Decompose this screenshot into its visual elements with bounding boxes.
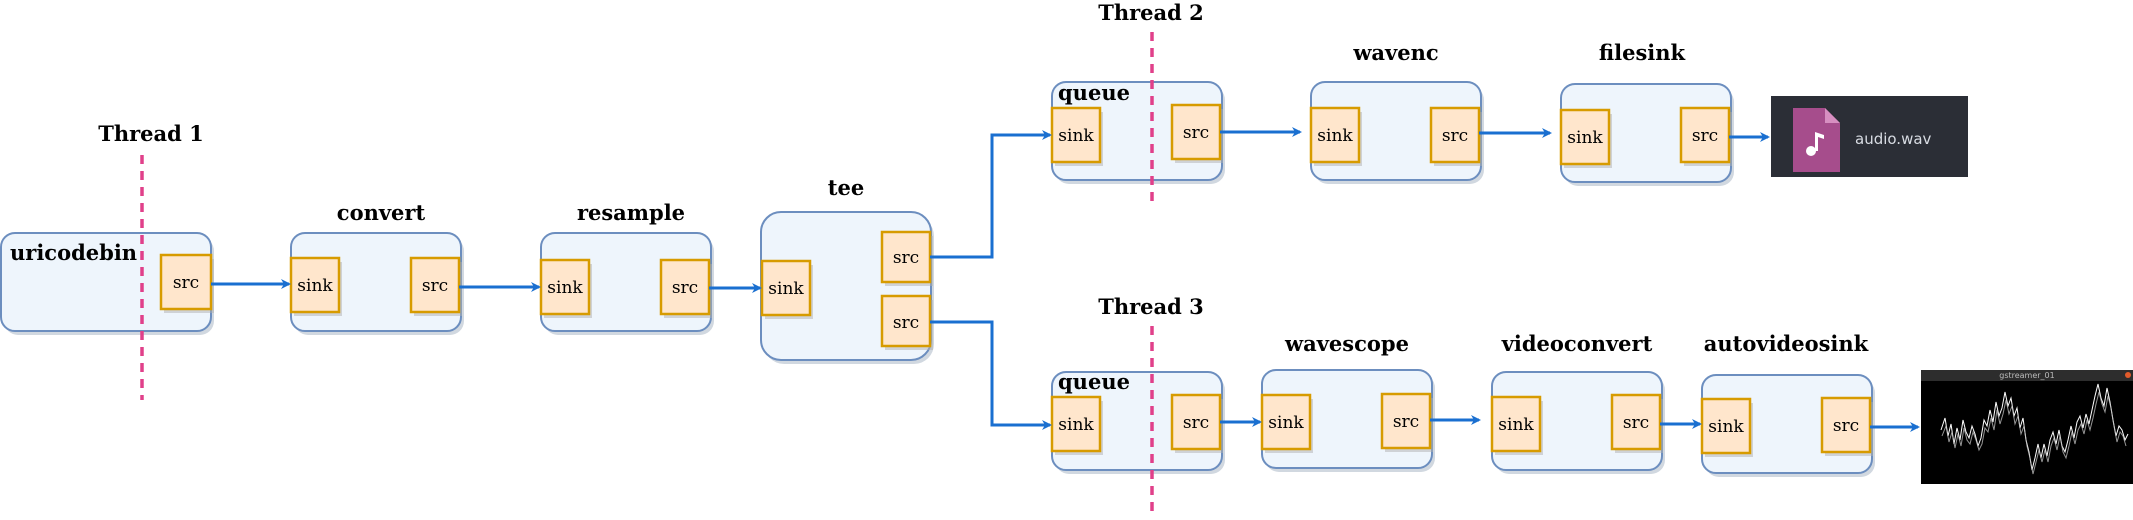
- svg-text:src: src: [1183, 413, 1209, 433]
- svg-text:src: src: [1393, 412, 1419, 432]
- pad-src: src: [1679, 106, 1732, 166]
- svg-text:src: src: [1692, 126, 1718, 146]
- pad-links: [211, 127, 1920, 432]
- element-resample: resample sink src: [539, 200, 714, 335]
- link-tee-queue-bottom: [930, 320, 1052, 430]
- svg-text:src: src: [1183, 123, 1209, 143]
- svg-text:src: src: [893, 248, 919, 268]
- element-convert: convert sink src: [289, 200, 464, 335]
- element-videoconvert: videoconvert sink src: [1490, 331, 1665, 474]
- svg-text:src: src: [1833, 416, 1859, 436]
- element-resample-title: resample: [577, 200, 685, 225]
- pad-src: src: [159, 253, 214, 313]
- svg-text:src: src: [672, 278, 698, 298]
- svg-text:sink: sink: [1268, 413, 1304, 433]
- svg-text:src: src: [422, 276, 448, 296]
- pad-src: src: [1170, 103, 1223, 163]
- element-queue-bottom: queue sink src: [1050, 369, 1225, 474]
- pad-sink: sink: [1260, 393, 1313, 453]
- element-videoconvert-title: videoconvert: [1501, 331, 1653, 356]
- waveform-trace: [1940, 383, 2129, 471]
- element-wavescope-title: wavescope: [1284, 331, 1409, 356]
- element-queue-bottom-title: queue: [1058, 369, 1130, 394]
- music-file-icon: [1793, 108, 1840, 172]
- element-uricodebin: uricodebin src: [0, 232, 214, 335]
- output-file-card: audio.wav: [1771, 96, 1968, 177]
- pad-src: src: [409, 256, 462, 316]
- svg-text:src: src: [893, 313, 919, 333]
- pad-sink: sink: [760, 259, 813, 319]
- pad-sink: sink: [1700, 397, 1753, 457]
- svg-text:sink: sink: [1058, 415, 1094, 435]
- svg-text:src: src: [1623, 413, 1649, 433]
- thread-3-marker: Thread 3: [1098, 294, 1204, 518]
- svg-text:src: src: [1442, 126, 1468, 146]
- element-wavenc-title: wavenc: [1352, 40, 1438, 65]
- thread-1-marker: Thread 1: [98, 121, 204, 400]
- close-icon: [2125, 372, 2131, 378]
- pad-src: src: [1170, 393, 1223, 453]
- thread-1-label: Thread 1: [98, 121, 204, 146]
- svg-text:sink: sink: [1058, 126, 1094, 146]
- pad-src: src: [1429, 106, 1482, 166]
- svg-text:src: src: [173, 273, 199, 293]
- element-wavescope: wavescope sink src: [1260, 331, 1435, 472]
- pad-sink: sink: [1559, 108, 1612, 168]
- element-convert-title: convert: [337, 200, 426, 225]
- pad-src: src: [659, 258, 712, 318]
- svg-text:sink: sink: [1498, 415, 1534, 435]
- element-wavenc: wavenc sink src: [1309, 40, 1484, 184]
- video-window-preview: gstreamer_01: [1921, 370, 2133, 484]
- svg-text:sink: sink: [297, 276, 333, 296]
- pad-src: src: [880, 294, 933, 350]
- pad-src: src: [1610, 393, 1663, 453]
- pad-sink: sink: [289, 256, 342, 316]
- link-tee-queue-top: [930, 130, 1052, 259]
- element-autovideosink: autovideosink sink src: [1700, 331, 1875, 477]
- element-autovideosink-title: autovideosink: [1704, 331, 1869, 356]
- svg-text:sink: sink: [1317, 126, 1353, 146]
- thread-3-label: Thread 3: [1098, 294, 1204, 319]
- window-title: gstreamer_01: [1999, 371, 2055, 380]
- pad-sink: sink: [1309, 106, 1362, 166]
- element-uricodebin-title: uricodebin: [10, 240, 137, 265]
- svg-text:sink: sink: [547, 278, 583, 298]
- svg-text:sink: sink: [1708, 417, 1744, 437]
- element-tee-title: tee: [828, 175, 864, 200]
- element-filesink-title: filesink: [1599, 40, 1686, 65]
- output-file-name: audio.wav: [1855, 130, 1932, 148]
- element-queue-top-title: queue: [1058, 80, 1130, 105]
- pad-sink: sink: [1490, 395, 1543, 455]
- element-queue-top: queue sink src: [1050, 80, 1225, 184]
- svg-text:sink: sink: [768, 279, 804, 299]
- pad-sink: sink: [1050, 106, 1103, 166]
- svg-text:sink: sink: [1567, 128, 1603, 148]
- pad-sink: sink: [1050, 395, 1103, 455]
- pad-src: src: [1820, 396, 1873, 456]
- pad-src: src: [1380, 392, 1433, 452]
- pad-sink: sink: [539, 258, 592, 318]
- element-tee: tee sink src src: [760, 175, 934, 364]
- thread-2-label: Thread 2: [1098, 0, 1204, 25]
- thread-2-marker: Thread 2: [1098, 0, 1204, 206]
- window-titlebar: [1921, 370, 2133, 381]
- pad-src: src: [880, 230, 933, 286]
- element-filesink: filesink sink src: [1559, 40, 1734, 186]
